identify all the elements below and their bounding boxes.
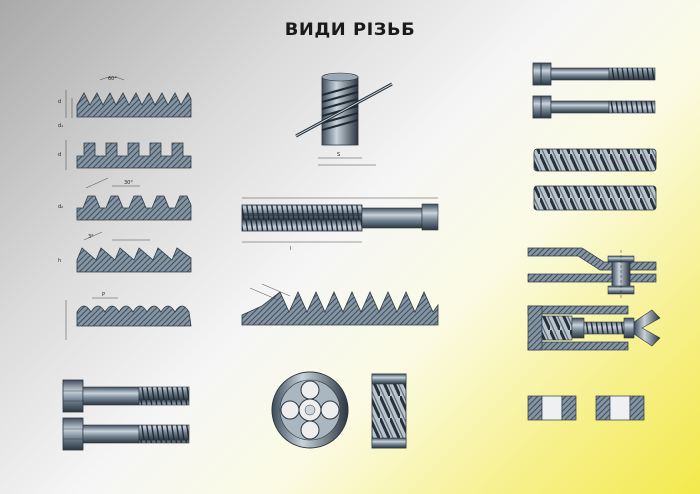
hex-bolt-bottom (62, 417, 190, 451)
thread-cutting-profile (241, 283, 439, 326)
threaded-rod-bottom (533, 185, 657, 211)
threaded-rod-top (533, 148, 657, 172)
angle-30-label: 30° (124, 180, 133, 186)
dim-d1-label: d₁ (58, 123, 63, 129)
angle-60-label: 60° (108, 76, 117, 82)
cap-screw-top (532, 62, 656, 86)
angle-3-label: 3° (88, 234, 94, 240)
cap-screw-bottom (532, 95, 656, 119)
dim-d2-label: d₂ (58, 204, 63, 210)
dim-d-label: d (58, 99, 61, 105)
dim-h-label: h (58, 258, 61, 264)
square-thread-profile: d (58, 140, 192, 170)
nut-section-right (595, 395, 645, 421)
hex-bolt-top (62, 379, 190, 413)
trapezoidal-thread-profile: 30° d₂ (58, 177, 192, 221)
buttress-thread-profile: 3° h (58, 231, 192, 273)
screw-clamp (527, 305, 661, 351)
die-side-view (371, 373, 407, 449)
poster-title: ВИДИ РІЗЬБ (284, 20, 416, 40)
round-die (271, 371, 349, 449)
dim-l-label: l (290, 246, 291, 252)
nut-section-left (527, 395, 577, 421)
triangular-thread-profile: 60° d d₁ (58, 76, 192, 129)
bolted-joint (527, 247, 657, 300)
dim-p-label: P (102, 292, 105, 298)
round-thread-profile: P (65, 292, 192, 340)
helix-thread-cylinder: S (295, 72, 393, 166)
threading-tap: l (241, 197, 439, 252)
dim-s-label: S (337, 152, 340, 158)
dim-d-label-2: d (58, 152, 61, 158)
